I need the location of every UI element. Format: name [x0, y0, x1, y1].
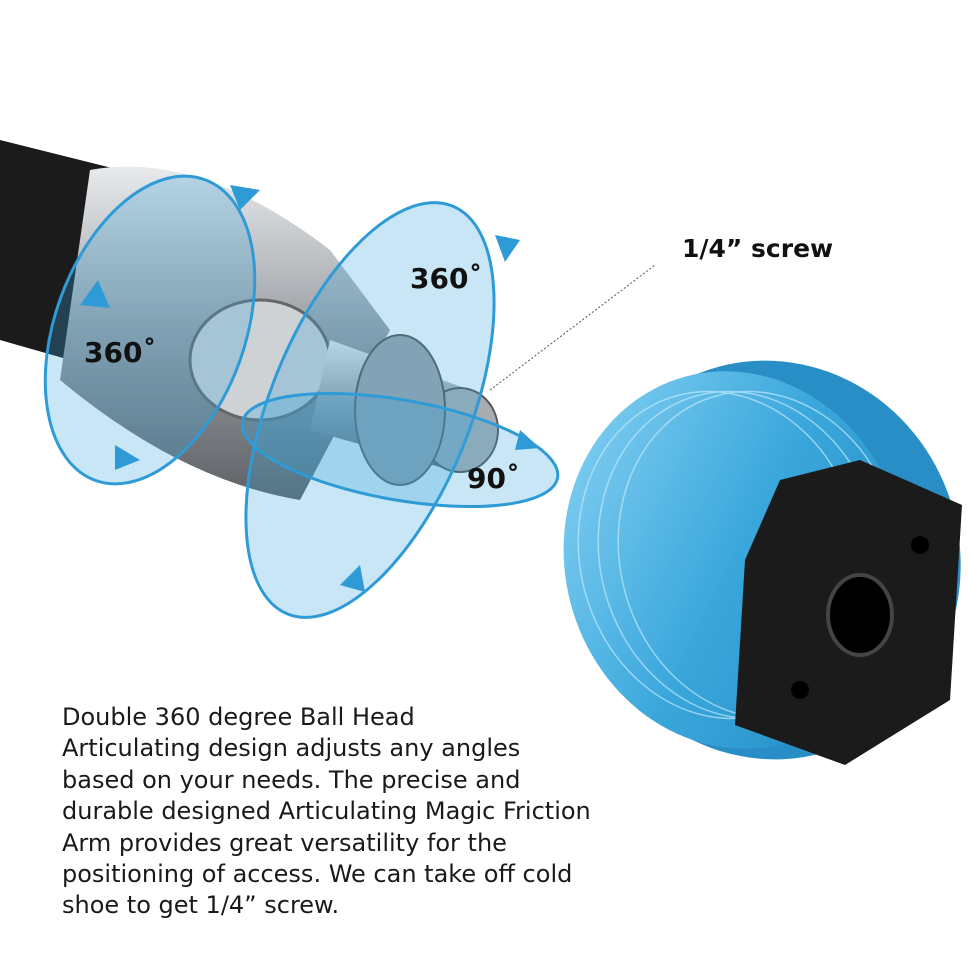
- arrow-icon: [495, 235, 520, 262]
- arrow-icon: [515, 430, 540, 450]
- washer: [354, 334, 446, 486]
- screw-callout-line: [489, 264, 656, 391]
- description-line: Articulating design adjusts any angles: [62, 734, 521, 763]
- description-line: Double 360 degree Ball Head: [62, 703, 415, 731]
- arrow-icons: [80, 185, 540, 592]
- tilt-ring: [240, 391, 560, 509]
- product-description: Double 360 degree Ball Head Articulating…: [62, 702, 591, 922]
- description-line: based on your needs. The precise and: [62, 765, 521, 794]
- rotation-ring-left: [43, 174, 257, 486]
- description-line: positioning of access. We can take off c…: [62, 860, 573, 889]
- screw-hole: [791, 681, 809, 699]
- description-line: durable designed Articulating Magic Fric…: [62, 797, 591, 826]
- arrow-icon: [230, 185, 260, 210]
- description-line: shoe to get 1/4” screw.: [62, 891, 340, 920]
- tilt-label: 90˚: [467, 462, 520, 495]
- arrow-icon: [340, 565, 365, 592]
- screw-hole: [911, 536, 929, 554]
- mount-hole: [826, 573, 894, 657]
- rotation-label-top: 360˚: [410, 262, 483, 295]
- description-line: Arm provides great versatility for the: [62, 828, 507, 857]
- rotation-indicators: [43, 174, 560, 619]
- rotation-ring-center: [244, 201, 496, 619]
- screw-label: 1/4” screw: [682, 234, 834, 263]
- arrow-icon: [115, 445, 140, 470]
- rotation-label-left: 360˚: [84, 336, 157, 369]
- arrow-icon: [80, 280, 110, 308]
